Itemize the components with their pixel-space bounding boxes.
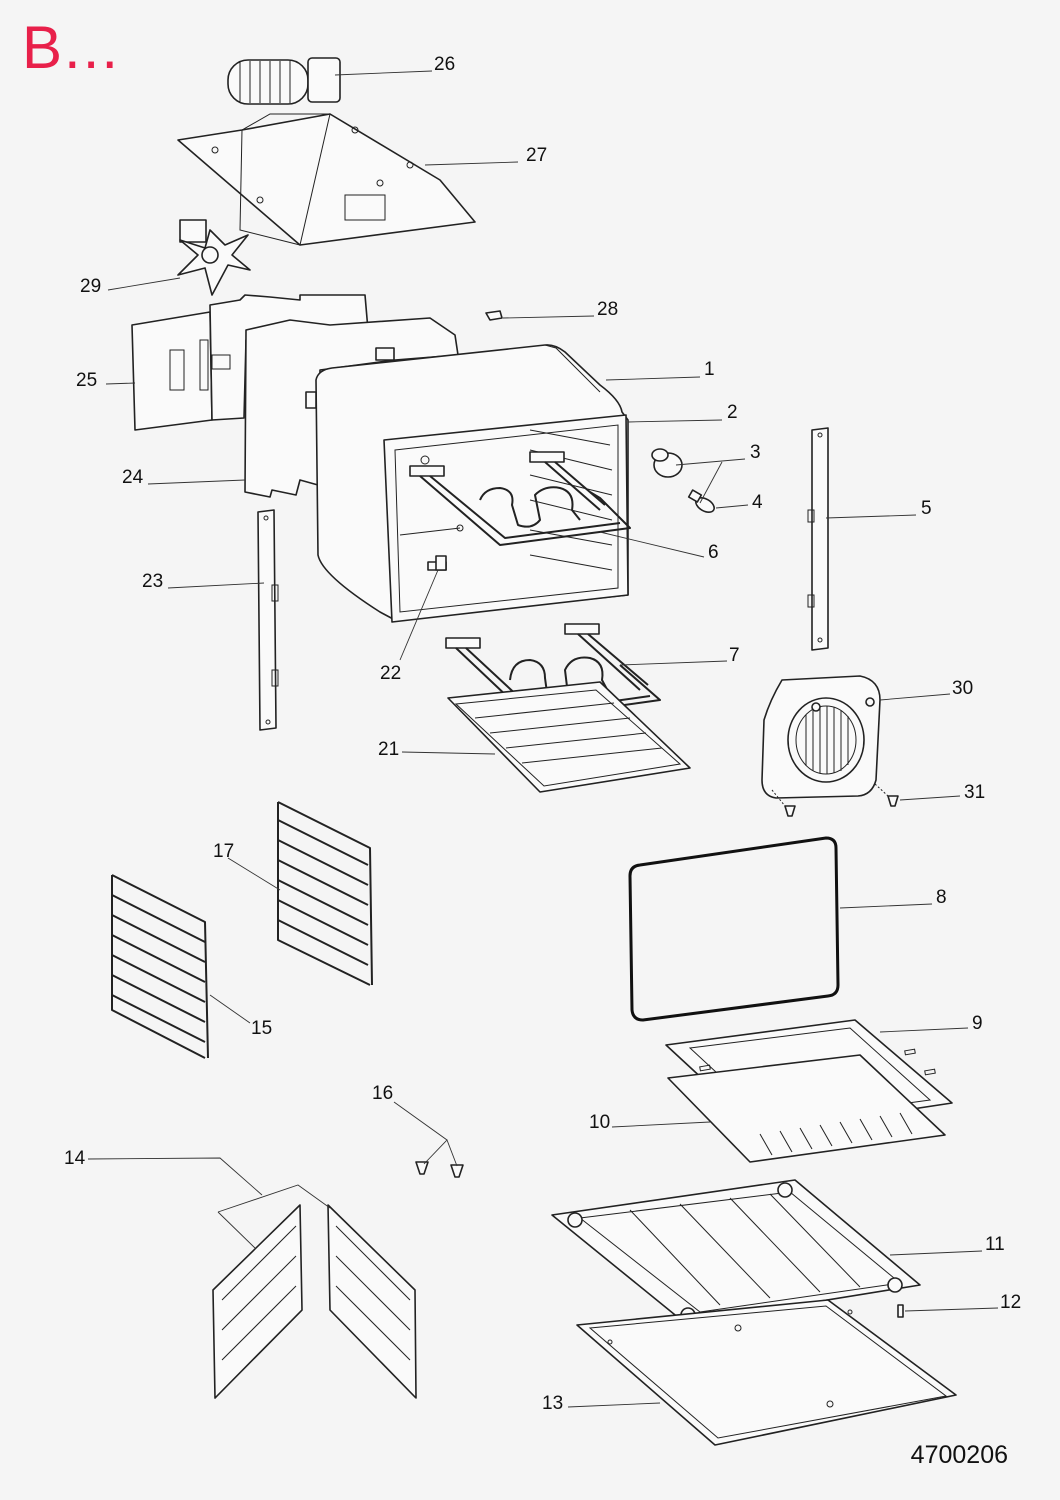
part-12-pin bbox=[897, 1304, 904, 1318]
part-11-base-plate bbox=[551, 1179, 921, 1324]
callout-5: 5 bbox=[921, 498, 932, 519]
part-23-left-side-bracket bbox=[257, 509, 279, 731]
callout-28: 28 bbox=[597, 299, 618, 320]
callout-16: 16 bbox=[372, 1083, 393, 1104]
callout-26: 26 bbox=[434, 54, 455, 75]
callout-8: 8 bbox=[936, 887, 947, 908]
callout-17: 17 bbox=[213, 841, 234, 862]
part-21-bottom-plate bbox=[447, 681, 691, 793]
callout-15: 15 bbox=[251, 1018, 272, 1039]
part-17-shelf-runner bbox=[277, 801, 373, 986]
callout-3: 3 bbox=[750, 442, 761, 463]
callout-4: 4 bbox=[752, 492, 763, 513]
callout-22: 22 bbox=[380, 663, 401, 684]
part-31-screws bbox=[771, 783, 899, 817]
part-29-fan-motor bbox=[177, 219, 251, 296]
part-4-lamp bbox=[687, 489, 715, 514]
callout-27: 27 bbox=[526, 145, 547, 166]
callout-2: 2 bbox=[727, 402, 738, 423]
part-15-shelf-runner bbox=[111, 874, 209, 1059]
part-22-sensor bbox=[427, 555, 447, 571]
part-13-bottom-cover bbox=[576, 1299, 957, 1446]
callout-24: 24 bbox=[122, 467, 144, 488]
leader-lines bbox=[87, 70, 999, 1408]
callout-29: 29 bbox=[80, 276, 101, 297]
part-2-front-frame bbox=[383, 414, 629, 623]
callout-21: 21 bbox=[378, 739, 399, 760]
callout-14: 14 bbox=[64, 1148, 86, 1169]
callout-numbers: 26 27 29 28 25 1 2 3 24 4 5 6 23 7 22 30… bbox=[64, 54, 1021, 1414]
part-26-tangential-fan bbox=[227, 57, 341, 105]
callout-11: 11 bbox=[985, 1234, 1005, 1255]
part-3-lamp-holder bbox=[651, 448, 683, 478]
part-24-rear-insulation bbox=[244, 317, 459, 498]
callout-9: 9 bbox=[972, 1013, 983, 1034]
callout-10: 10 bbox=[589, 1112, 610, 1133]
callout-30: 30 bbox=[952, 678, 973, 699]
part-14-side-panels bbox=[212, 1204, 417, 1399]
part-27-top-plate bbox=[177, 113, 476, 246]
part-16-feet bbox=[415, 1161, 464, 1178]
part-28-clip bbox=[485, 310, 503, 321]
callout-7: 7 bbox=[729, 645, 740, 666]
callout-23: 23 bbox=[142, 571, 163, 592]
document-number: 4700206 bbox=[910, 1441, 1008, 1469]
callout-6: 6 bbox=[708, 542, 719, 563]
part-8-door-gasket bbox=[628, 836, 840, 1022]
callout-25: 25 bbox=[76, 370, 97, 391]
callout-13: 13 bbox=[542, 1393, 563, 1414]
part-10-wire-rack bbox=[667, 1054, 946, 1163]
page-title: B... bbox=[22, 14, 121, 81]
callout-12: 12 bbox=[1000, 1292, 1021, 1313]
callout-31: 31 bbox=[964, 782, 985, 803]
part-5-right-side-bracket bbox=[807, 427, 829, 651]
part-30-fan-cover bbox=[761, 675, 881, 799]
callout-1: 1 bbox=[704, 359, 715, 380]
part-6-upper-heating-element bbox=[409, 451, 631, 546]
